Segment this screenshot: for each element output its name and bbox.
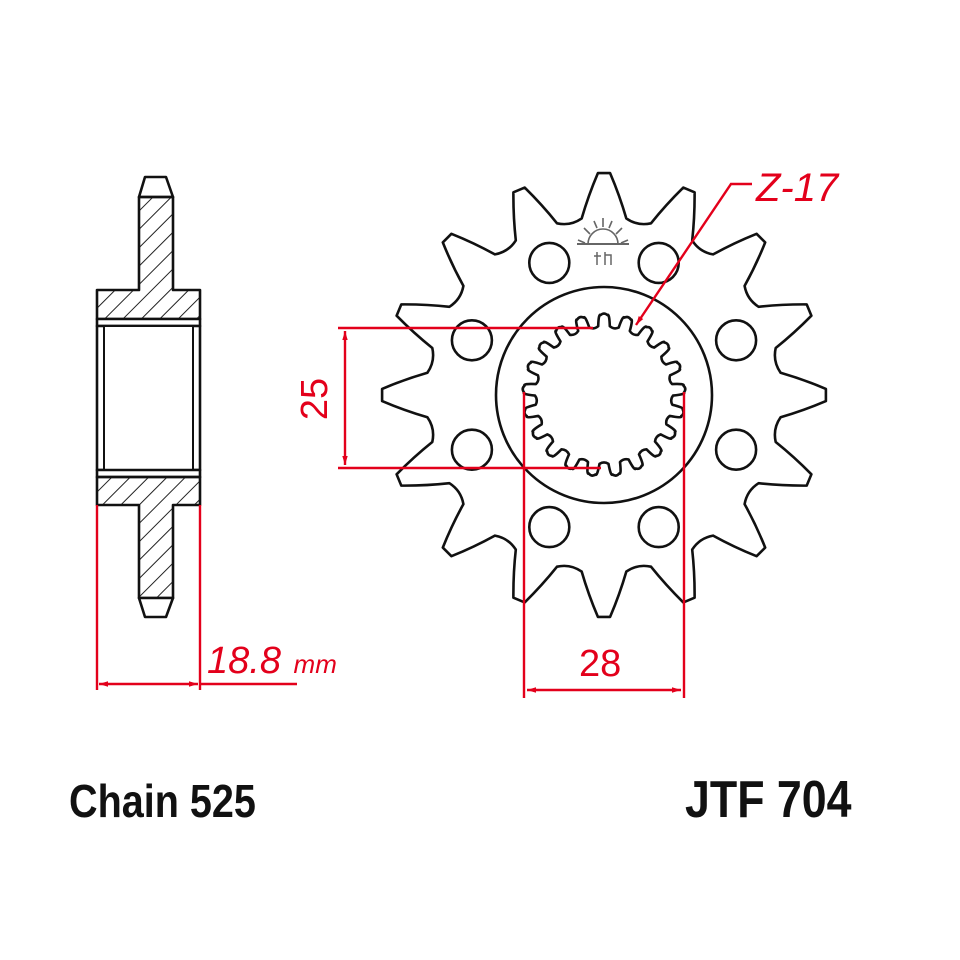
spline-bore	[521, 312, 687, 477]
bolt-hole	[450, 318, 494, 362]
side-section-view	[95, 175, 202, 619]
lower-hatched-section	[95, 475, 202, 600]
width-dimension-label: 28	[579, 643, 622, 685]
sunrise-logo-icon	[577, 218, 629, 265]
width-dimension-value: 18.8 mm	[207, 642, 337, 680]
sprocket-front-view	[380, 171, 828, 619]
height-dimension-25	[338, 326, 601, 470]
bore-inner	[103, 325, 194, 471]
bolt-hole	[527, 505, 571, 549]
width-value: 18.8	[207, 640, 281, 682]
part-number: JTF 704	[685, 771, 852, 829]
width-dimension-28	[522, 392, 686, 698]
bolt-hole	[450, 428, 494, 472]
chain-label: Chain 525	[69, 775, 256, 827]
teeth-count-label: Z-17	[756, 166, 839, 210]
width-dimension-18-8	[95, 505, 297, 690]
bolt-hole	[527, 241, 571, 285]
bolt-hole	[637, 505, 681, 549]
top-tooth-tip	[137, 175, 175, 199]
bolt-hole	[714, 428, 758, 472]
bolt-holes	[450, 241, 758, 549]
upper-hatched-section	[95, 195, 202, 321]
bottom-tooth-tip	[137, 596, 175, 619]
height-dimension-label: 25	[294, 377, 336, 421]
teeth-count-leader	[635, 182, 752, 326]
hub-circle	[494, 285, 714, 505]
width-unit: mm	[293, 649, 337, 679]
bolt-hole	[714, 318, 758, 362]
